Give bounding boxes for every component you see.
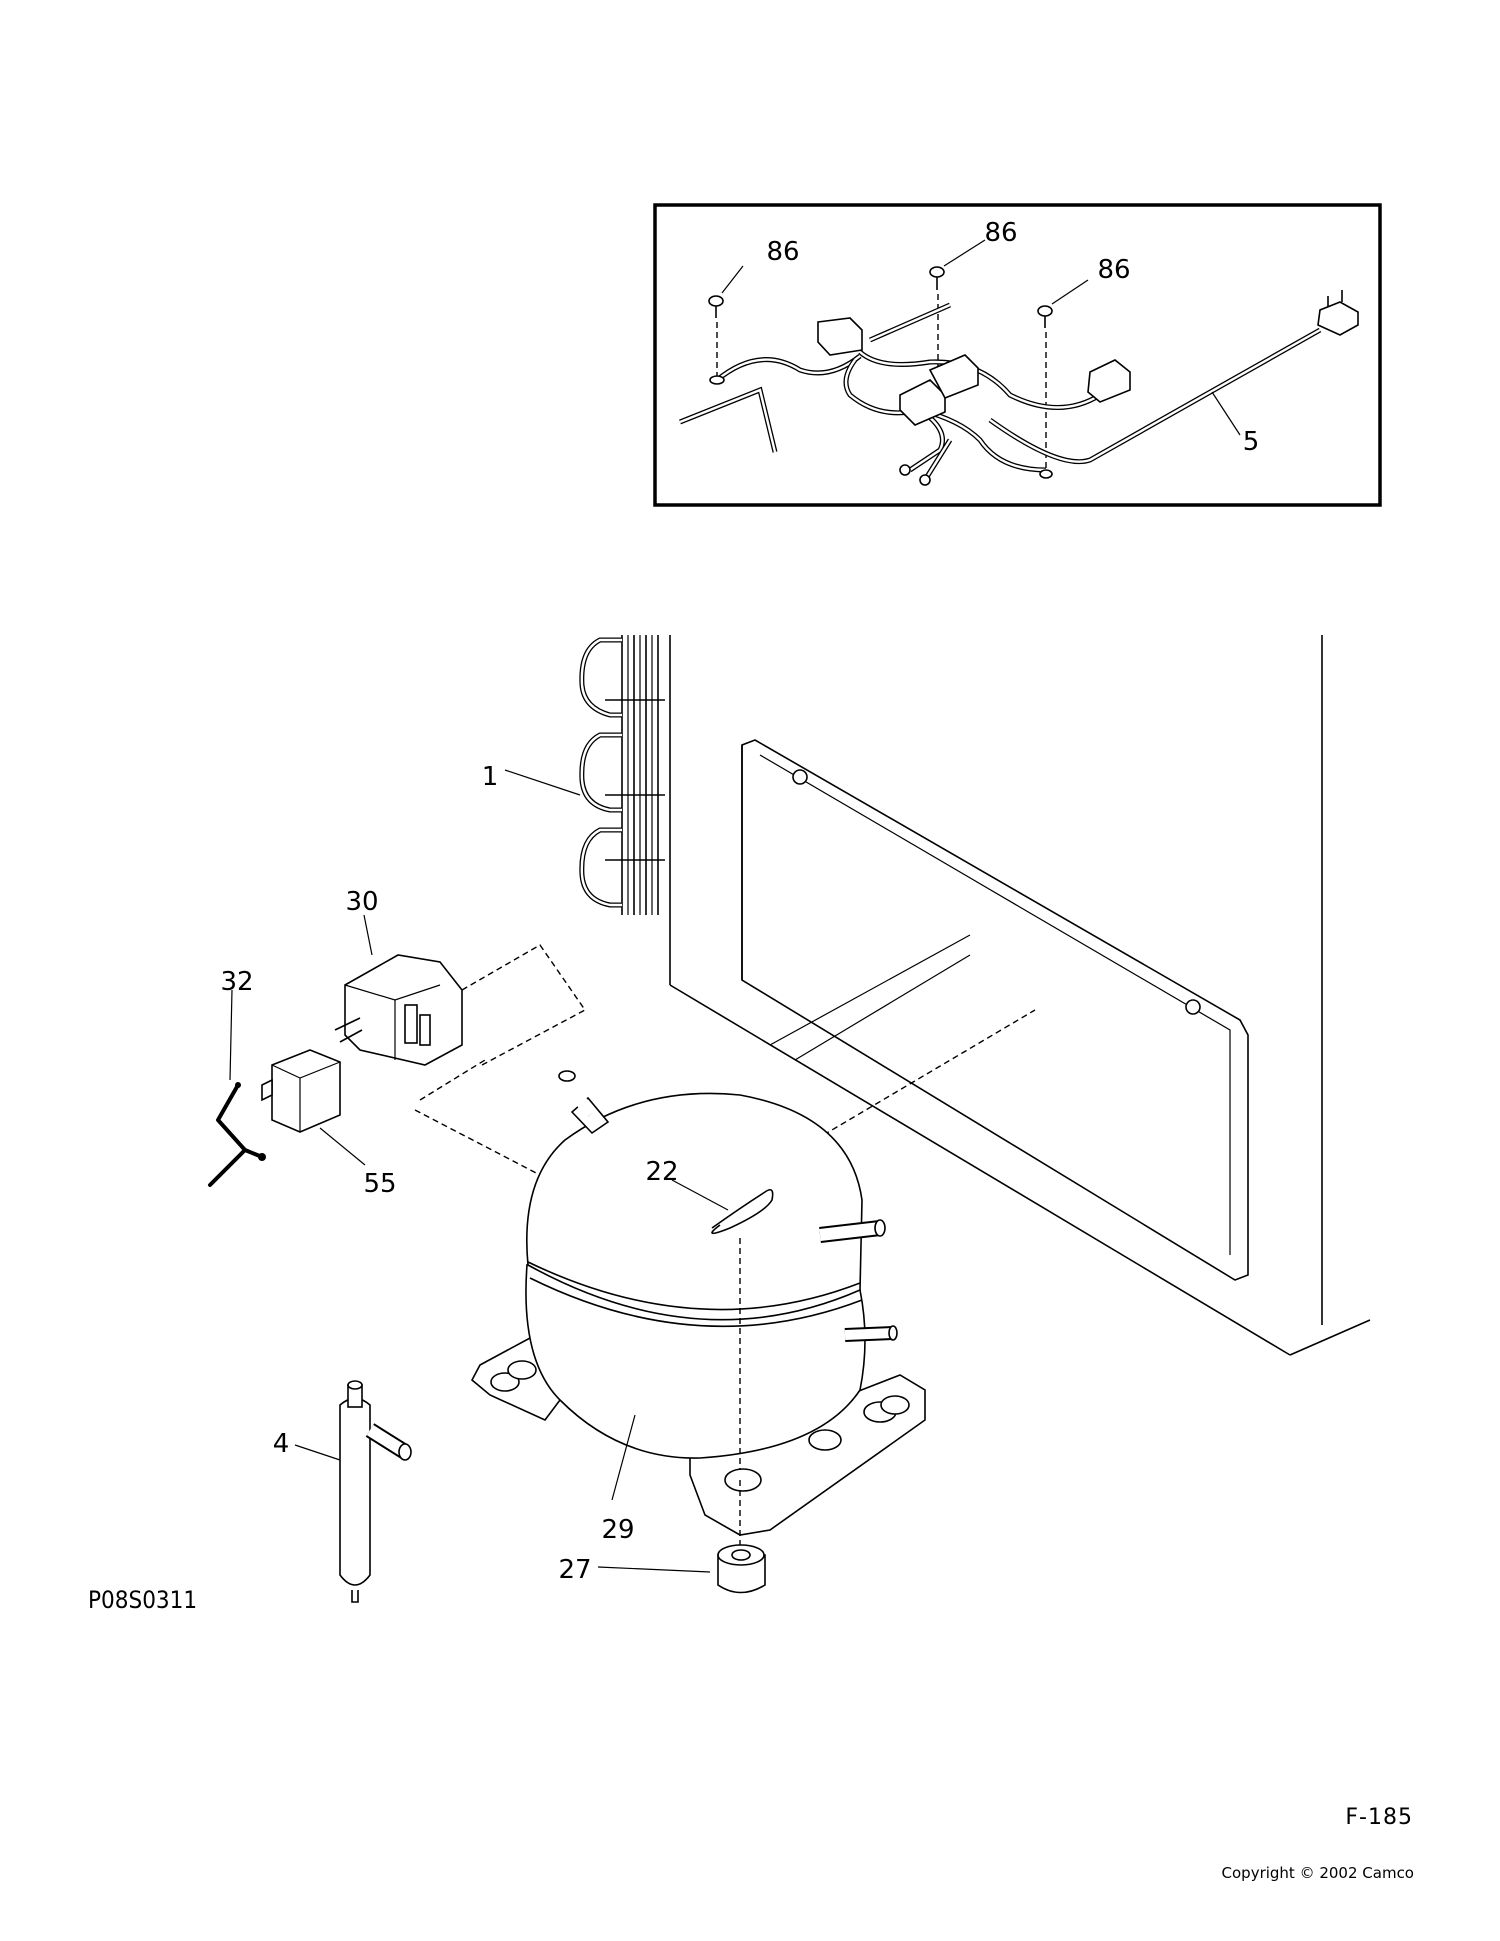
connector-block-center-2 — [928, 354, 979, 400]
power-plug — [1317, 290, 1359, 336]
callout-29: 29 — [601, 1515, 634, 1545]
wire-clip — [208, 1083, 247, 1187]
cabinet-access-opening — [741, 739, 1249, 1281]
leader-4 — [294, 1444, 341, 1461]
callout-4: 4 — [273, 1429, 290, 1459]
wiring-harness-inset: 86 86 86 5 — [653, 203, 1382, 507]
leader-55 — [319, 1127, 366, 1166]
page-number: F-185 — [1345, 1805, 1413, 1830]
connector-block-center — [899, 379, 946, 426]
copyright: Copyright © 2002 Camco — [1222, 1864, 1414, 1882]
callout-22: 22 — [645, 1157, 678, 1187]
callout-1: 1 — [482, 762, 499, 792]
callout-86b: 86 — [984, 218, 1017, 248]
connector-block-top — [817, 317, 863, 356]
ground-terminal-left — [709, 375, 725, 385]
leader-27 — [597, 1566, 711, 1573]
leader-1 — [504, 769, 581, 796]
leader-86b — [943, 239, 986, 267]
callout-30: 30 — [345, 887, 378, 917]
overload-protector — [261, 1049, 341, 1133]
figure-code: P08S0311 — [88, 1586, 197, 1614]
compressor-guide-line — [814, 1009, 1036, 1141]
filter-drier — [339, 1380, 412, 1603]
condenser-coil — [579, 635, 665, 915]
inset-frame — [653, 203, 1382, 507]
leader-29 — [611, 1414, 636, 1501]
grommet — [717, 1480, 766, 1594]
leader-86c — [1051, 279, 1089, 305]
leader-86a — [721, 265, 744, 294]
callout-32: 32 — [220, 967, 253, 997]
screw-86-right — [1037, 305, 1053, 470]
mounting-hole-right — [1185, 999, 1201, 1015]
leader-30 — [363, 914, 373, 956]
callout-27: 27 — [558, 1555, 591, 1585]
callout-55: 55 — [363, 1169, 396, 1199]
callout-86c: 86 — [1097, 255, 1130, 285]
leader-5 — [1211, 391, 1241, 436]
ground-terminal — [1039, 469, 1053, 479]
wire-clip-end-top — [235, 1082, 241, 1088]
start-relay — [334, 954, 463, 1066]
compressor — [470, 1070, 926, 1536]
callout-5: 5 — [1243, 427, 1260, 457]
cabinet — [669, 635, 1371, 1356]
terminal-b — [919, 474, 931, 486]
connector-block-right — [1087, 359, 1131, 403]
leader-22 — [671, 1179, 729, 1211]
leader-32 — [229, 989, 233, 1081]
mounting-hole-left — [792, 769, 808, 785]
relay-guide-lines — [414, 944, 587, 1176]
screw-86-left — [708, 295, 724, 378]
terminal-a — [899, 464, 911, 476]
callout-86a: 86 — [766, 237, 799, 267]
